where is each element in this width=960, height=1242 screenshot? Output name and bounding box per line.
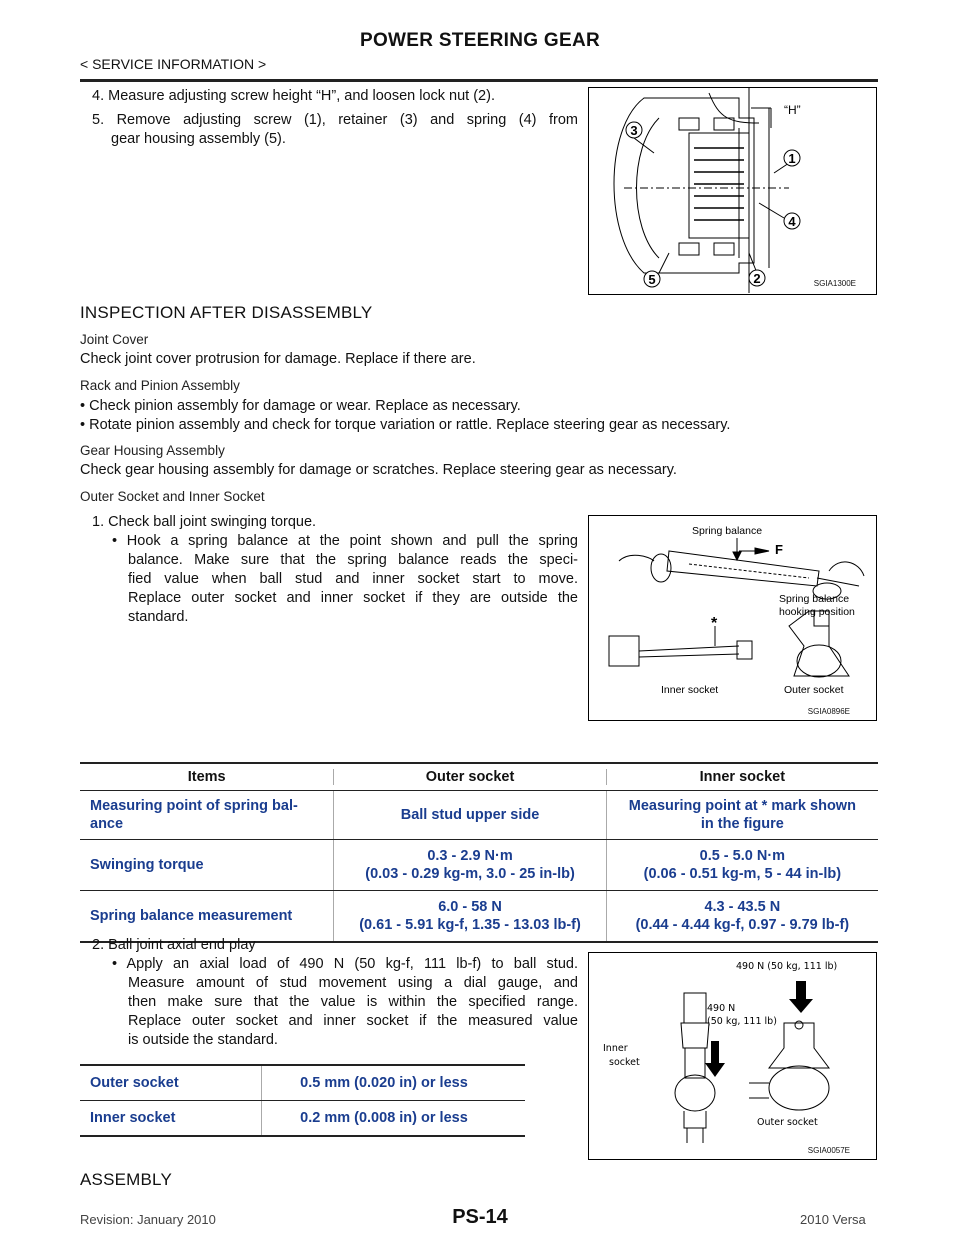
spec-outer-value: 6.0 - 58 N(0.61 - 5.91 kg-f, 1.35 - 13.0… [333,891,605,941]
footer-model: 2010 Versa [800,1212,866,1227]
spring-balance-diagram: Spring balance F Spring balance hooking … [608,525,865,696]
spec-row: Spring balance measurement 6.0 - 58 N(0.… [80,891,878,943]
endplay-item: Inner socket [90,1110,176,1126]
figure-code: SGIA0896E [807,707,850,716]
label-outer-socket: Outer socket [784,684,844,696]
callout-5: 5 [648,272,655,287]
label-inner-2: socket [609,1057,640,1068]
label-hooking-2: hooking position [779,606,855,618]
spec-row: Measuring point of spring bal-ance Ball … [80,791,878,840]
label-outer-socket: Outer socket [757,1117,818,1128]
spec-table: Items Outer socket Inner socket Measurin… [80,762,878,943]
heading-joint-cover: Joint Cover [80,332,149,347]
h-label: “H” [784,103,801,117]
gear-housing-text: Check gear housing assembly for damage o… [80,462,677,478]
spec-item: Spring balance measurement [90,908,293,924]
heading-sockets: Outer Socket and Inner Socket [80,489,265,504]
figure-spring-balance: Spring balance F Spring balance hooking … [588,515,877,721]
step-5-line2: gear housing assembly (5). [111,131,286,147]
callout-4: 4 [788,214,796,229]
label-force-f: F [775,542,783,557]
callout-1: 1 [788,151,795,166]
endplay-value: 0.2 mm (0.008 in) or less [261,1101,525,1135]
page-title: POWER STEERING GEAR [359,30,601,51]
endplay-table: Outer socket 0.5 mm (0.020 in) or less I… [80,1064,525,1137]
step-5-line1: 5. Remove adjusting screw (1), retainer … [92,112,578,128]
heading-rack-pinion: Rack and Pinion Assembly [80,378,240,393]
heading-inspection: INSPECTION AFTER DISASSEMBLY [80,303,373,322]
label-spring-balance: Spring balance [692,525,762,537]
spec-row: Swinging torque 0.3 - 2.9 N·m(0.03 - 0.2… [80,840,878,891]
rack-bullet-1: • Check pinion assembly for damage or we… [80,398,521,414]
label-inner-socket: Inner socket [661,684,718,696]
step-4: 4. Measure adjusting screw height “H”, a… [92,88,495,104]
label-load-mid-2: (50 kg, 111 lb) [707,1016,777,1027]
footer-revision: Revision: January 2010 [80,1212,216,1227]
endplay-value: 0.5 mm (0.020 in) or less [261,1066,525,1100]
page-number: PS-14 [452,1206,508,1228]
step-2-bullet: • Apply an axial load of 490 N (50 kg-f,… [112,956,578,1048]
spec-outer-value: 0.3 - 2.9 N·m(0.03 - 0.29 kg-m, 3.0 - 25… [333,840,605,890]
spec-inner-value: 0.5 - 5.0 N·m(0.06 - 0.51 kg-m, 5 - 44 i… [605,840,878,890]
figure-adjusting-screw: “H” 1 2 3 4 5 SGIA1300E [588,87,877,295]
figure-code: SGIA1300E [813,279,856,288]
spec-item: Swinging torque [90,857,204,873]
rack-bullet-2: • Rotate pinion assembly and check for t… [80,417,731,433]
endplay-row: Inner socket 0.2 mm (0.008 in) or less [80,1101,525,1137]
step-1-bullet: • Hook a spring balance at the point sho… [112,533,578,625]
heading-assembly: ASSEMBLY [80,1170,172,1189]
step-2: 2. Ball joint axial end play [92,937,256,953]
label-inner-1: Inner [603,1043,628,1054]
label-load-top: 490 N (50 kg, 111 lb) [736,961,837,972]
spec-header-items: Items [187,769,226,785]
label-load-mid-1: 490 N [707,1003,735,1014]
callout-2: 2 [753,271,760,286]
figure-axial-load: 490 N (50 kg, 111 lb) 490 N (50 kg, 111 … [588,952,877,1160]
adjusting-screw-diagram: “H” 1 2 3 4 5 [613,88,801,293]
label-hooking-1: Spring balance [779,593,849,605]
endplay-item: Outer socket [90,1075,179,1091]
heading-gear-housing: Gear Housing Assembly [80,443,225,458]
figure-code: SGIA0057E [807,1146,850,1155]
axial-load-diagram: 490 N (50 kg, 111 lb) 490 N (50 kg, 111 … [603,961,837,1143]
step-1: 1. Check ball joint swinging torque. [92,514,317,530]
spec-header-outer: Outer socket [333,769,605,785]
section-breadcrumb: < SERVICE INFORMATION > [80,56,267,72]
label-star: * [711,615,718,632]
callout-3: 3 [630,123,637,138]
endplay-row: Outer socket 0.5 mm (0.020 in) or less [80,1064,525,1101]
spec-inner-value: 4.3 - 43.5 N(0.44 - 4.44 kg-f, 0.97 - 9.… [605,891,878,941]
header-rule [80,79,878,82]
joint-cover-text: Check joint cover protrusion for damage.… [80,351,476,367]
spec-item: Measuring point of spring bal-ance [90,798,298,832]
spec-header-row: Items Outer socket Inner socket [80,762,878,791]
spec-header-inner: Inner socket [605,769,878,785]
spec-outer-value: Ball stud upper side [333,791,605,839]
